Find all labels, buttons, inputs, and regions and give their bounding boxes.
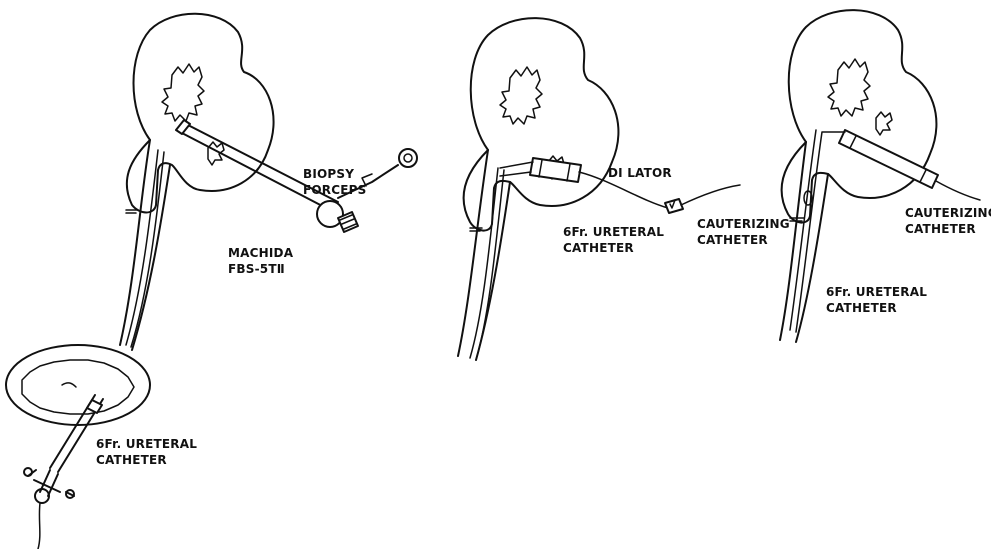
panel-1-drawing xyxy=(6,14,417,549)
label-ureteral-catheter-1: 6Fr. URETERAL CATHETER xyxy=(96,436,197,468)
label-line: CATHETER xyxy=(697,232,790,248)
renal-pelvis-2 xyxy=(500,67,542,124)
kidney-2 xyxy=(464,18,619,230)
label-cauterizing-catheter-2: CAUTERIZING CATHETER xyxy=(697,216,790,248)
label-line: MACHIDA xyxy=(228,245,293,261)
label-cauterizing-catheter-3: CAUTERIZING CATHETER xyxy=(905,205,991,237)
label-line: CATHETER xyxy=(563,240,664,256)
bladder-1 xyxy=(6,345,150,425)
dilator-2 xyxy=(530,158,581,182)
label-scope-model: MACHIDA FBS-5TⅡ xyxy=(228,245,293,277)
renal-pelvis-3 xyxy=(828,59,870,116)
label-line: 6Fr. URETERAL xyxy=(826,284,927,300)
label-ureteral-catheter-2: 6Fr. URETERAL CATHETER xyxy=(563,224,664,256)
label-dilator: DI LATOR xyxy=(608,165,672,181)
label-line: 6Fr. URETERAL xyxy=(96,436,197,452)
label-line: BIOPSY xyxy=(303,166,366,182)
label-line: CATHETER xyxy=(905,221,991,237)
cable-1 xyxy=(38,503,40,549)
label-line: CATHETER xyxy=(826,300,927,316)
kidney-3 xyxy=(782,10,937,222)
ureter-1 xyxy=(120,140,150,345)
label-line: CAUTERIZING xyxy=(905,205,991,221)
kidney-1 xyxy=(127,14,274,213)
label-line: CATHETER xyxy=(96,452,197,468)
panel-2-drawing xyxy=(458,18,740,360)
bladder-inner-1 xyxy=(22,360,134,414)
forceps-ring-1 xyxy=(399,149,417,167)
label-line: CAUTERIZING xyxy=(697,216,790,232)
renal-pelvis-1 xyxy=(162,64,204,121)
label-line: DI LATOR xyxy=(608,165,672,181)
cystoscope-eyepiece-1 xyxy=(35,489,49,503)
label-biopsy-forceps: BIOPSY FORCEPS xyxy=(303,166,366,198)
label-line: 6Fr. URETERAL xyxy=(563,224,664,240)
catheter-2 xyxy=(470,168,504,360)
label-line: FORCEPS xyxy=(303,182,366,198)
label-line: FBS-5TⅡ xyxy=(228,261,293,277)
label-ureteral-catheter-3: 6Fr. URETERAL CATHETER xyxy=(826,284,927,316)
